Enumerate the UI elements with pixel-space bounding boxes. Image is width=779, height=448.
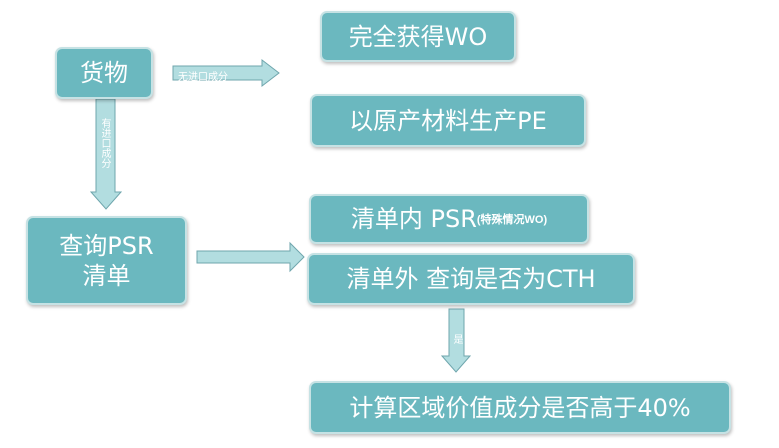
arrow-label-yes: 是 <box>451 334 462 344</box>
psr-query-line2: 清单 <box>82 261 131 290</box>
rvc-box: 计算区域价值成分是否高于40% <box>309 381 731 434</box>
arrow-psr-right <box>196 241 305 273</box>
arrow-yes <box>440 308 472 373</box>
goods-box: 货物 <box>55 47 153 99</box>
wo-full-label: 完全获得WO <box>348 22 488 51</box>
psr-out-box: 清单外 查询是否为CTH <box>307 253 635 305</box>
arrow-no-import <box>172 58 280 88</box>
psr-in-label: 清单内 PSR <box>350 205 477 233</box>
psr-query-line1: 查询PSR <box>59 231 154 260</box>
psr-query-box: 查询PSR 清单 <box>26 216 187 305</box>
rvc-label: 计算区域价值成分是否高于40% <box>349 393 691 422</box>
arrow-label-no-import: 无进口成分 <box>178 72 228 83</box>
goods-label: 货物 <box>80 59 128 87</box>
psr-out-label: 清单外 查询是否为CTH <box>346 265 596 293</box>
arrow-label-has-import: 有进口成分 <box>99 118 110 168</box>
psr-in-box: 清单内 PSR(特殊情况WO) <box>309 194 589 244</box>
wo-full-box: 完全获得WO <box>320 11 516 62</box>
arrow-has-import <box>89 98 123 210</box>
psr-in-note: (特殊情况WO) <box>476 214 548 226</box>
pe-box: 以原产材料生产PE <box>310 94 586 147</box>
pe-label: 以原产材料生产PE <box>349 106 547 135</box>
